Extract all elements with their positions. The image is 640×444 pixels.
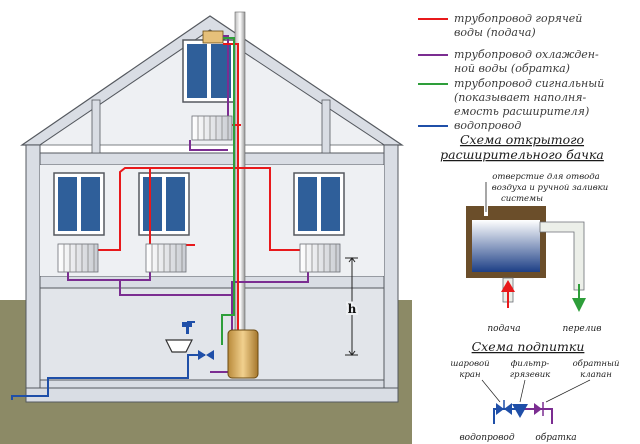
filter-icon [512,404,528,418]
floor-level-1 [39,152,385,166]
window-right [293,172,345,236]
supply-label: подача [487,324,520,334]
outer-wall-right [383,144,399,402]
legend-signal-line-3: емость расширителя) [454,105,589,118]
makeup-title: Схема подпитки [472,339,585,354]
tank-note-3: системы [501,194,543,204]
radiator-middle [145,243,187,273]
makeup-valve [198,350,214,360]
chimney-pipe [234,11,246,333]
ball-valve-label-2: кран [459,370,480,380]
makeup-scheme: Схема подпитки шаровой кран фильтр- гряз… [450,339,619,443]
filter-label-2: грязевик [510,370,551,380]
ball-valve-label-1: шаровой [450,359,489,369]
tank-note-1: отверстие для отвода [492,172,599,182]
attic-post-left [91,99,101,154]
radiator-left [57,243,99,273]
open-tank-water [472,220,540,272]
legend-cooled-line-1: трубопровод охлажден- [454,48,599,61]
tank-note-2: воздуха и ручной заливки [492,183,608,193]
height-label: h [348,302,357,316]
makeup-pipe-purple [520,408,553,424]
height-marker [345,257,358,356]
outer-wall-left [25,144,41,402]
check-valve-label-2: клапан [580,370,612,380]
window-middle [138,172,190,236]
legend-water-line-1: водопровод [454,119,521,132]
filter-label-1: фильтр- [511,359,550,369]
signal-pipe [221,37,235,345]
overflow-pipe [539,221,585,291]
ball-valve-icon [496,400,512,415]
window-left [53,172,105,236]
legend-signal-line-2: (показывает наполня- [454,91,587,104]
radiator-right [299,243,341,273]
legend: трубопровод горячей воды (подача) трубоп… [418,12,604,132]
makeup-water-main-label: водопровод [459,433,514,443]
ground-line [25,387,399,403]
open-tank-title-1: Схема открытого [460,132,584,147]
makeup-return-label: обратка [535,432,576,443]
boiler [227,329,259,379]
radiator-attic [191,115,233,141]
legend-hot-line-2: воды (подача) [454,26,536,39]
legend-signal-line-1: трубопровод сигнальный [454,77,604,90]
overflow-label: перелив [563,324,602,334]
attic-post-right [321,99,331,154]
check-valve-icon [534,402,544,416]
house [0,15,412,444]
attic-window [182,39,236,103]
open-tank-scheme: Схема открытого расширительного бачка от… [440,132,608,334]
legend-cooled-line-2: ной воды (обратка) [454,62,570,75]
attic-expansion-tank [202,30,224,44]
legend-hot-line-1: трубопровод горячей [454,12,582,25]
floor-level-2 [39,275,385,289]
check-valve-label-1: обратный [573,358,620,369]
open-tank-title-2: расширительного бачка [440,147,604,162]
sink [165,322,193,353]
